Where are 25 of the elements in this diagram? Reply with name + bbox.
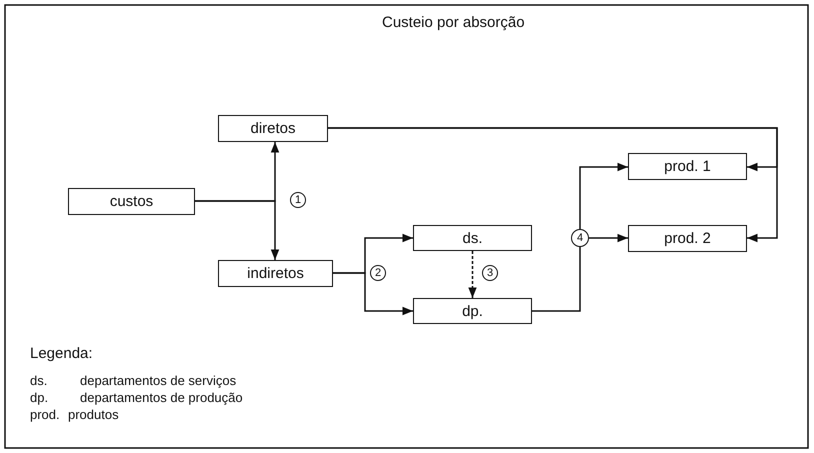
arrow [468, 251, 477, 298]
process-box: diretos [218, 115, 328, 142]
step-number: 4 [571, 229, 589, 247]
process-box: prod. 1 [628, 153, 747, 180]
legend-abbreviation: dp. [30, 390, 48, 405]
process-box: ds. [413, 225, 532, 251]
legend-description: departamentos de produção [80, 390, 243, 405]
step-number: 3 [482, 265, 498, 281]
legend-abbreviation: ds. [30, 373, 48, 388]
legend-description: departamentos de serviços [80, 373, 236, 388]
step-number: 1 [290, 192, 306, 208]
process-box: custos [68, 188, 195, 215]
arrow [195, 200, 280, 260]
arrow [328, 127, 778, 242]
legend-description: produtos [68, 407, 119, 422]
diagram-title: Custeio por absorção [382, 14, 525, 31]
arrow [333, 272, 413, 316]
process-box: prod. 2 [628, 225, 747, 252]
arrow [579, 162, 628, 229]
process-box: dp. [413, 298, 532, 324]
step-number: 2 [370, 265, 386, 281]
arrow [589, 234, 628, 242]
legend-abbreviation: prod. [30, 407, 60, 422]
process-box: indiretos [218, 260, 333, 287]
legend-heading: Legenda: [30, 345, 93, 362]
